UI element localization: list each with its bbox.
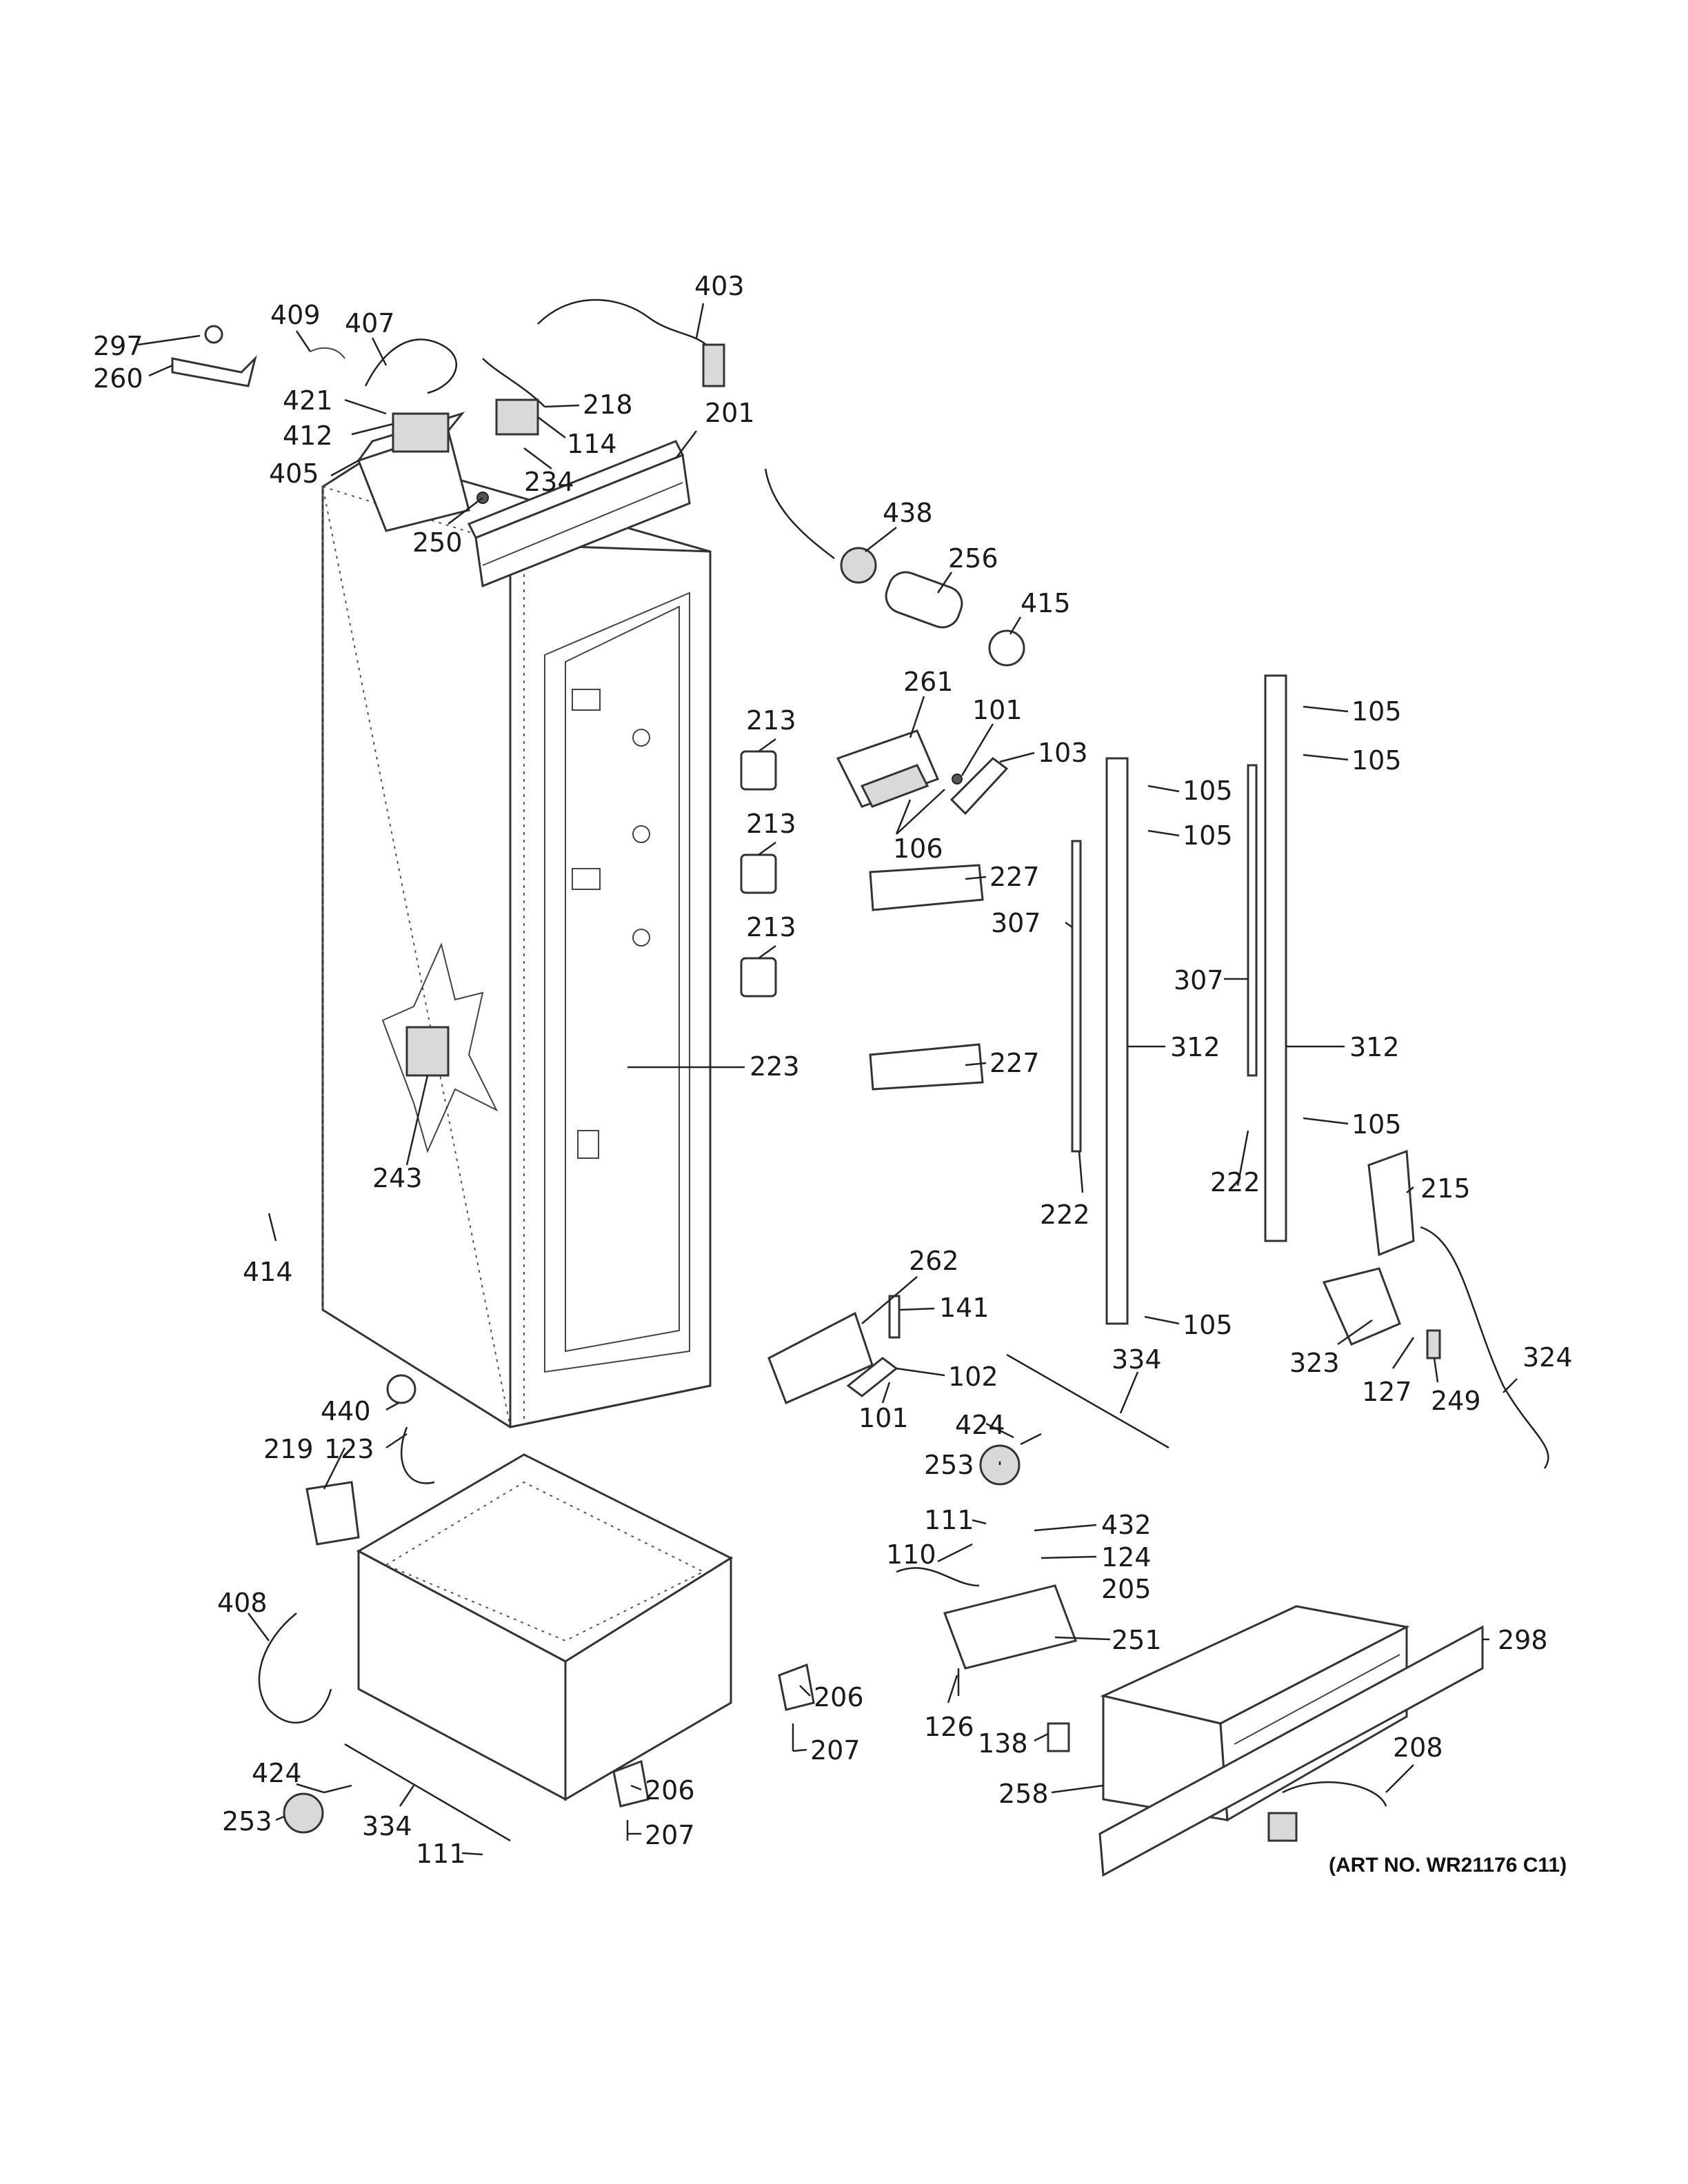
dispenser-star-highlight bbox=[381, 942, 499, 1153]
callout-106: 106 bbox=[893, 833, 943, 864]
base-frame bbox=[356, 1453, 734, 1801]
callout-424-right: 424 bbox=[955, 1410, 1005, 1440]
callout-105-mid-2: 105 bbox=[1183, 820, 1233, 851]
cam-switch-assembly bbox=[1322, 1149, 1549, 1469]
callout-409: 409 bbox=[270, 300, 321, 330]
upper-hinge bbox=[836, 729, 1009, 816]
callout-123: 123 bbox=[324, 1434, 374, 1464]
callout-215: 215 bbox=[1420, 1173, 1471, 1204]
control-box-assembly bbox=[356, 412, 489, 532]
callout-253-right: 253 bbox=[924, 1450, 974, 1480]
leader-lines bbox=[137, 303, 1518, 1856]
callout-256: 256 bbox=[948, 543, 998, 574]
callout-213-1: 213 bbox=[746, 705, 796, 736]
callout-124: 124 bbox=[1101, 1542, 1152, 1573]
callout-222-2: 222 bbox=[1210, 1167, 1260, 1197]
callout-312-2: 312 bbox=[1349, 1032, 1400, 1062]
callout-218: 218 bbox=[583, 390, 633, 420]
callout-312-1: 312 bbox=[1170, 1032, 1220, 1062]
callout-260: 260 bbox=[93, 363, 143, 394]
callout-253-left: 253 bbox=[222, 1806, 272, 1837]
wire-harnesses bbox=[171, 299, 725, 436]
callout-440: 440 bbox=[321, 1396, 371, 1426]
callout-105-top-1: 105 bbox=[1352, 696, 1402, 727]
callout-334-left: 334 bbox=[362, 1811, 412, 1841]
callout-251: 251 bbox=[1112, 1625, 1162, 1655]
lower-left-parts bbox=[258, 1374, 1042, 1842]
callout-227-2: 227 bbox=[989, 1048, 1040, 1078]
callout-407: 407 bbox=[345, 308, 395, 338]
callout-307-1: 307 bbox=[991, 908, 1041, 938]
callout-207-lower: 207 bbox=[645, 1820, 695, 1850]
callout-219: 219 bbox=[263, 1434, 314, 1464]
callout-405: 405 bbox=[269, 458, 319, 489]
callout-334-right: 334 bbox=[1112, 1344, 1162, 1375]
callout-141: 141 bbox=[939, 1293, 989, 1323]
callout-102: 102 bbox=[948, 1362, 998, 1392]
callout-127: 127 bbox=[1362, 1377, 1412, 1407]
callout-438: 438 bbox=[883, 498, 933, 528]
callout-324: 324 bbox=[1523, 1342, 1573, 1373]
callout-424-left: 424 bbox=[252, 1758, 302, 1788]
callout-262: 262 bbox=[909, 1246, 959, 1276]
callout-403: 403 bbox=[694, 271, 745, 301]
callout-307-2: 307 bbox=[1174, 965, 1224, 995]
callout-432: 432 bbox=[1101, 1510, 1152, 1540]
art-number: (ART NO. WR21176 C11) bbox=[1329, 1854, 1567, 1877]
callout-208: 208 bbox=[1393, 1732, 1443, 1763]
callout-298: 298 bbox=[1498, 1625, 1548, 1655]
cabinet-case bbox=[321, 454, 712, 1428]
callout-250: 250 bbox=[412, 527, 463, 558]
grille-kickplate-assembly bbox=[612, 1567, 1484, 1877]
callout-258: 258 bbox=[998, 1779, 1049, 1809]
callout-414: 414 bbox=[243, 1257, 293, 1287]
callout-297: 297 bbox=[93, 331, 143, 361]
callout-223: 223 bbox=[750, 1051, 800, 1082]
callout-105-mid-1: 105 bbox=[1183, 776, 1233, 806]
callout-111-lower: 111 bbox=[416, 1839, 466, 1869]
callout-261: 261 bbox=[903, 667, 954, 697]
callout-205: 205 bbox=[1101, 1574, 1152, 1604]
callout-213-2: 213 bbox=[746, 809, 796, 839]
callout-222-1: 222 bbox=[1040, 1200, 1090, 1230]
callout-408: 408 bbox=[217, 1588, 268, 1618]
top-control-panel bbox=[467, 440, 691, 588]
callout-126: 126 bbox=[924, 1712, 974, 1742]
callout-labels: 297 260 409 407 403 421 412 405 218 114 … bbox=[93, 271, 1573, 1877]
callout-105-lower-right: 105 bbox=[1352, 1109, 1402, 1140]
callout-111-upper: 111 bbox=[924, 1505, 974, 1535]
callout-101-upper: 101 bbox=[972, 695, 1023, 725]
callout-114: 114 bbox=[567, 429, 617, 459]
callout-234: 234 bbox=[524, 467, 574, 497]
callout-323: 323 bbox=[1289, 1348, 1340, 1378]
callout-227-1: 227 bbox=[989, 862, 1040, 892]
callout-138: 138 bbox=[978, 1728, 1028, 1759]
callout-201: 201 bbox=[705, 398, 755, 428]
callout-101-lower: 101 bbox=[858, 1403, 909, 1433]
callout-415: 415 bbox=[1021, 588, 1071, 618]
door-rails bbox=[1071, 674, 1287, 1325]
lower-hinge bbox=[767, 1295, 1169, 1449]
callout-243: 243 bbox=[372, 1163, 423, 1193]
callout-105-top-2: 105 bbox=[1352, 745, 1402, 776]
callout-249: 249 bbox=[1431, 1386, 1481, 1416]
callout-206-lower: 206 bbox=[645, 1775, 695, 1806]
callout-110: 110 bbox=[886, 1539, 936, 1570]
handle-end-caps bbox=[740, 750, 984, 1091]
callout-421: 421 bbox=[283, 385, 333, 416]
callout-412: 412 bbox=[283, 421, 333, 451]
callout-206-upper: 206 bbox=[814, 1682, 864, 1712]
callout-103: 103 bbox=[1038, 738, 1088, 768]
callout-207-upper: 207 bbox=[810, 1735, 861, 1766]
callout-213-3: 213 bbox=[746, 912, 796, 942]
callout-105-bottom: 105 bbox=[1183, 1310, 1233, 1340]
